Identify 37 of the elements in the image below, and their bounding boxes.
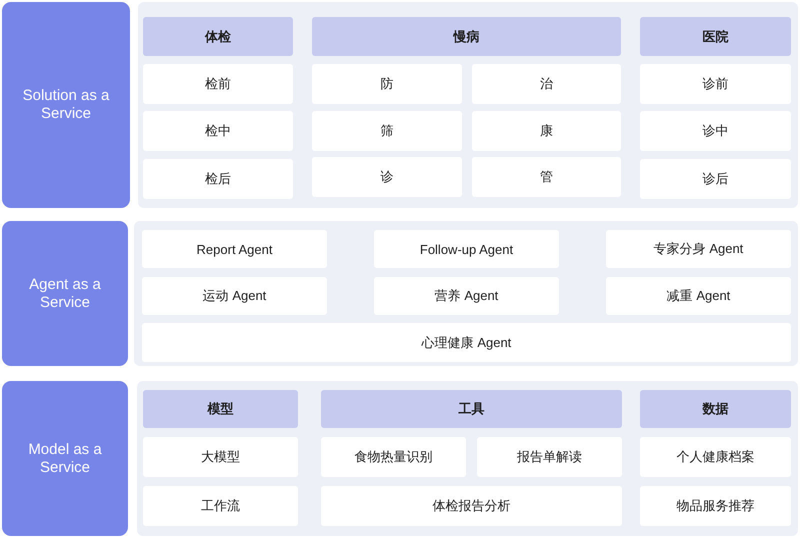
item-box: 检后 [143,159,293,199]
item-box: 工作流 [143,486,298,526]
layer-box: Solution as a Service [2,2,130,208]
item-box: 诊后 [640,159,791,199]
item-box: Report Agent [142,230,327,268]
item-box: 大模型 [143,437,298,477]
item-box: 个人健康档案 [640,437,791,477]
header-box: 模型 [143,390,298,428]
panel [137,381,798,536]
item-box: 报告单解读 [477,437,622,477]
item-box: 运动 Agent [142,277,327,315]
item-box: 防 [312,64,462,104]
layer-box: Agent as a Service [2,221,128,366]
item-box: 体检报告分析 [321,486,622,526]
item-box: 管 [472,157,621,197]
item-box: 检前 [143,64,293,104]
header-box: 工具 [321,390,622,428]
item-box: 检中 [143,111,293,151]
item-box: 心理健康 Agent [142,323,791,362]
header-box: 慢病 [312,17,621,56]
layer-box: Model as a Service [2,381,128,536]
item-box: 康 [472,111,621,151]
item-box: 诊 [312,157,462,197]
item-box: 诊中 [640,111,791,151]
header-box: 数据 [640,390,791,428]
item-box: 诊前 [640,64,791,104]
item-box: 治 [472,64,621,104]
header-box: 体检 [143,17,293,56]
item-box: 物品服务推荐 [640,486,791,526]
item-box: 营养 Agent [374,277,559,315]
item-box: Follow-up Agent [374,230,559,268]
header-box: 医院 [640,17,791,56]
panel [138,2,798,208]
item-box: 减重 Agent [606,277,791,315]
item-box: 食物热量识别 [321,437,466,477]
item-box: 筛 [312,111,462,151]
item-box: 专家分身 Agent [606,230,791,268]
